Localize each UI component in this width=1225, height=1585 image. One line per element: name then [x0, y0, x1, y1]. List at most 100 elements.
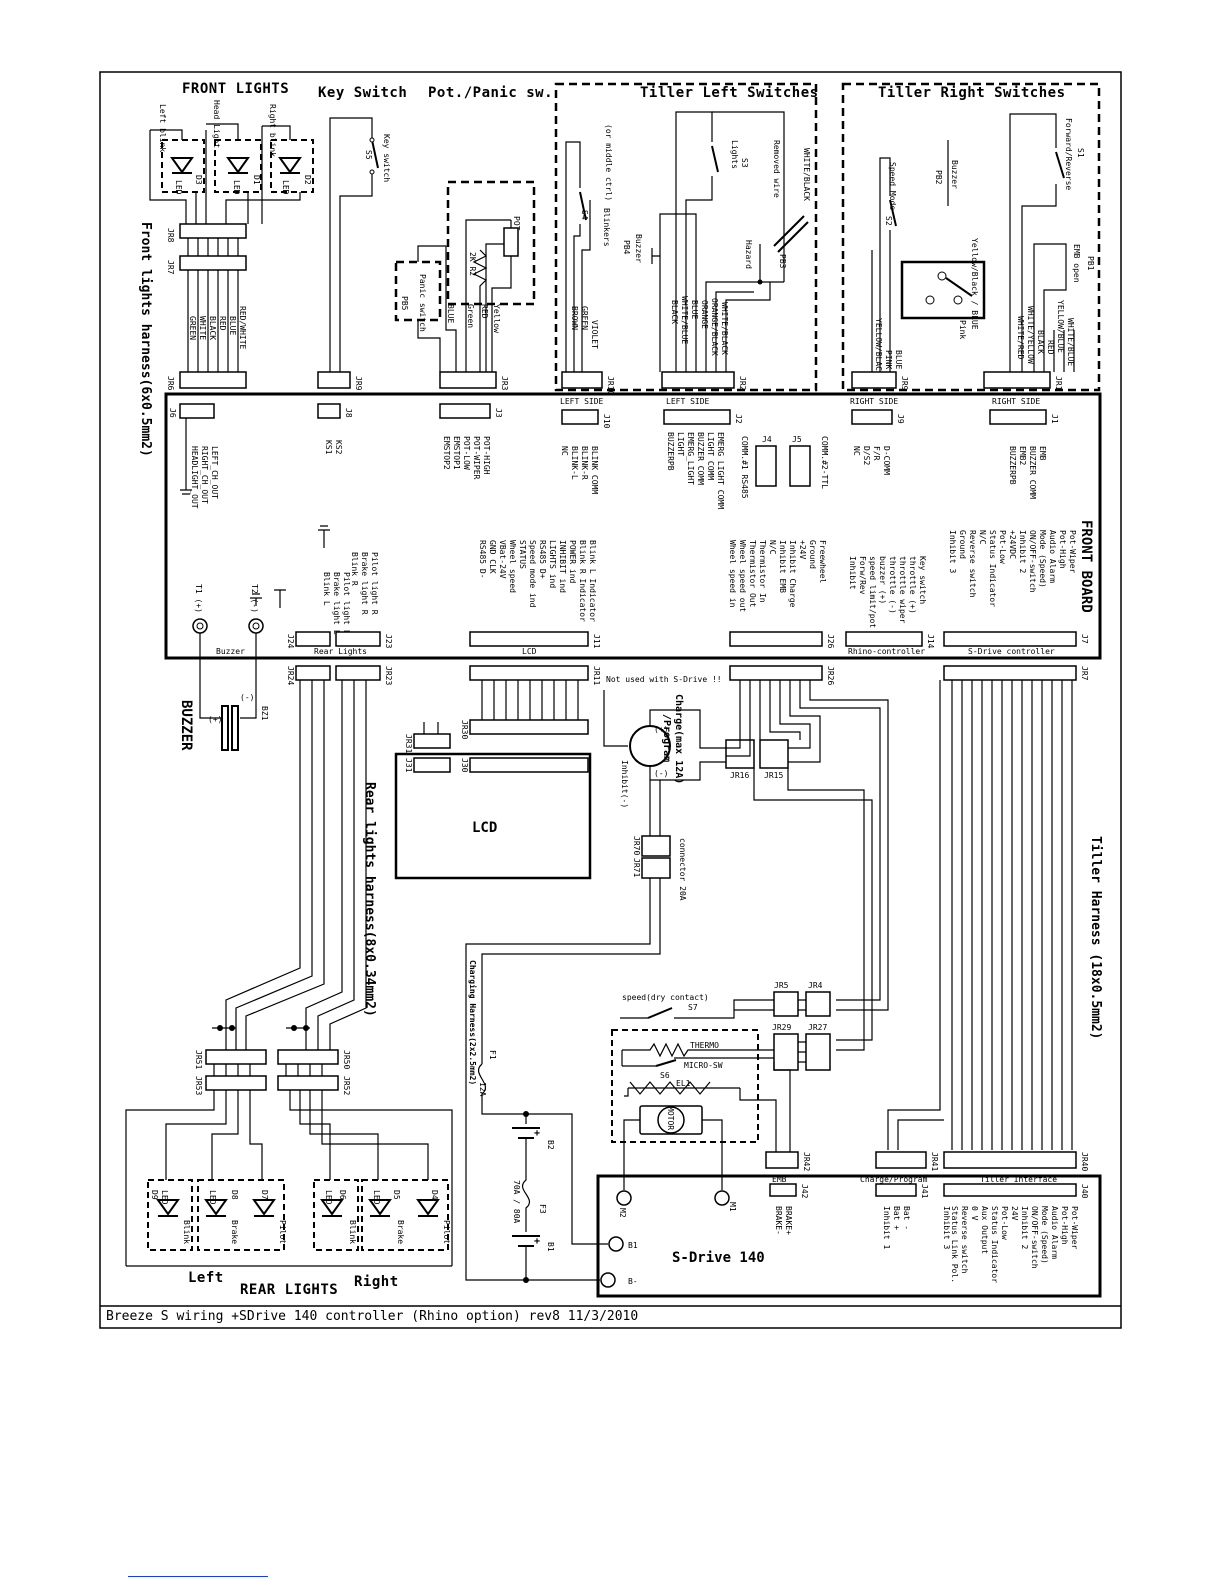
label-board-signals-j10-1: BLINK-R: [580, 446, 589, 480]
label-connectors-j10: J10: [602, 414, 611, 429]
label-connectors-j2: J2: [734, 414, 743, 424]
label-board-signals-j3-4: EMSTOP2: [442, 436, 451, 470]
label-connectors-jr9: JR9: [354, 376, 363, 391]
label-fuses-f3v: 70A / 80A: [512, 1180, 521, 1224]
rear-left-label: Left: [188, 1270, 224, 1286]
label-board-signals-j1-3: BUZZERPB: [1008, 446, 1017, 485]
label-board-signals-j24-0: Pilot light L: [342, 572, 351, 635]
label-motor-block-thermo: THERMO: [690, 1041, 719, 1050]
label-board-signals-j10-2: BLINK-L: [570, 446, 579, 480]
label-pot-panic: Panic switch: [418, 274, 427, 332]
label-sdrive-ports-j40-sig-3: Mode (Speed): [1040, 1206, 1049, 1264]
label-board-signals-j3-1: POT-WIPER: [472, 436, 481, 480]
label-board-signals-j26-8: Wheel speed out: [738, 540, 747, 612]
rear-led-right-brake: LED D5 Brake: [361, 1179, 449, 1251]
label-board-signals-j2-0: EMERG LIGHT COMM: [716, 432, 725, 509]
rear-lights-title: REAR LIGHTS: [240, 1282, 338, 1298]
rear-harness: JR24 JR23 Rear lights harness(8x0.34mm2)…: [194, 665, 393, 1095]
label-charge-label2: /Program: [661, 714, 672, 762]
label-board-signals-j7-3: Mode (Speed): [1038, 530, 1047, 588]
label-rear-leds-0-body: LED: [160, 1190, 169, 1205]
label-connectors-j3: J3: [494, 408, 503, 418]
battery-b2-plus: +: [534, 1128, 540, 1139]
label-connectors-jr7: JR7: [166, 260, 175, 275]
label-board-signals-j2-4: LIGHT: [676, 432, 685, 456]
label-board-signals-j7-5: Inhibit 2: [1018, 530, 1027, 574]
label-speed-contact-ref: S7: [688, 1003, 698, 1012]
label-sdrive-ports-j42-sig-0: BRAKE+: [784, 1206, 793, 1235]
label-motor-block-s6: S6: [660, 1071, 670, 1080]
sdrive-controller: S-Drive 140 M2 M1 B1 B- J42 EMB BRAKE+ B…: [596, 1174, 1102, 1298]
label-sdrive-ports-tiller-interface: Tiller Interface: [980, 1175, 1057, 1184]
label-connectors-j23: J23: [384, 634, 393, 649]
led-left-blink: Left blink LED D3: [158, 104, 205, 195]
connector-jr7: [179, 255, 247, 271]
label-sdrive-ports-j40-sig-1: Pot-High: [1060, 1206, 1069, 1245]
power-section: F1 12A + B2 F3 70A / 80A + B1: [478, 1050, 608, 1283]
label-connectors-j5: J5: [792, 435, 802, 444]
pot-panic: POT 2K R2 Panic switch PB5 BLUE Green RE…: [394, 180, 536, 391]
label-board-signals-j11-11: RS485 D-: [478, 540, 487, 579]
label-board-signals-j26-5: N/C: [768, 540, 777, 555]
label-connectors-j26: J26: [826, 634, 835, 649]
label-connectors-j40: J40: [1080, 1184, 1089, 1199]
label-connectors-left-side: LEFT SIDE: [666, 397, 710, 406]
label-board-signals-j6-1: RIGHT_CH_OUT: [200, 446, 209, 504]
harness-front-label: Front lights harness(6x0.5mm2): [138, 222, 153, 457]
label-connectors-right-side: RIGHT SIDE: [992, 397, 1040, 406]
label-tiller-left-s3: S3: [740, 158, 749, 168]
label-connectors-jr31: JR31: [404, 734, 413, 753]
label-tiller-right-s1: S1: [1076, 148, 1085, 158]
label-speed-contact-label: speed(dry contact): [622, 993, 709, 1002]
label-board-signals-j11-2: POWER ind: [568, 540, 577, 584]
front-board: FRONT BOARD J6 HEADLIGHT_OUT RIGHT_CH_OU…: [164, 392, 1102, 660]
label-charge-minus: (-): [654, 769, 668, 778]
label-connectors-right-side: RIGHT SIDE: [850, 397, 898, 406]
speed-dry-contact: speed(dry contact) S7: [620, 993, 774, 1019]
connector-jr1: [983, 371, 1051, 389]
label-board-signals-j6-0: HEADLIGHT_OUT: [190, 446, 199, 509]
label-tiller-right-speed-mode: Speed Mode: [888, 162, 897, 210]
label-tiller-left-buzzer: Buzzer: [634, 234, 643, 263]
buzzer: (+) (-) BZ1 BUZZER: [178, 633, 269, 751]
label-sdrive-ports-j40-sig-4: ON/OFF-switch: [1030, 1206, 1039, 1269]
label-connectors-j1: J1: [1050, 414, 1059, 424]
label-board-signals-j26-3: Inhibit Charge: [788, 540, 797, 608]
connector-jr9-key: [317, 371, 351, 389]
label-rear-leds-3-ref: D6: [338, 1190, 347, 1200]
label-rear-leds-3-name: Blink: [348, 1220, 357, 1244]
label-board-labels-plus: (+): [208, 715, 222, 724]
label-front-lights-wires-5: GREEN: [188, 316, 197, 340]
speed-mode-switch-block: [900, 260, 986, 320]
label-front-lights-leds-0-name: Left blink: [158, 104, 167, 152]
label-board-labels-rear-lights: Rear Lights: [314, 647, 367, 656]
label-tiller-right-wires-b-3: BLACK: [1036, 330, 1045, 354]
label-harness-rear: Rear lights harness(8x0.34mm2): [362, 782, 377, 1017]
label-tiller-right-wires-b-0: WHITE/BLUE: [1066, 318, 1075, 366]
label-sdrive-ports-j40-sig-2: Audio Alarm: [1050, 1206, 1059, 1259]
label-sdrive-ports-j40-sig-7: Pot-Low: [1000, 1206, 1009, 1240]
label-tiller-left-note: (or middle ctrl): [604, 124, 613, 201]
label-board-signals-j14-2: throttle wiper: [898, 556, 907, 624]
label-sdrive-ports-j40-sig-12: Status Link Pol.: [950, 1206, 959, 1283]
label-tiller-left-blinkers: Blinkers: [602, 208, 611, 247]
label-connectors-jr6: JR6: [166, 376, 175, 391]
label-fuses-f3: F3: [538, 1204, 547, 1214]
label-connectors-jr8: JR8: [166, 228, 175, 243]
label-connectors-jr7: JR7: [1080, 666, 1089, 681]
label-sdrive-ports-j40-sig-8: Status Indicator: [990, 1206, 999, 1283]
label-connectors-j30: J30: [460, 758, 469, 773]
j26-signals: Freewheel Ground +24V Inhibit Charge Inh…: [728, 540, 827, 612]
label-fuses-f1v: 12A: [478, 1082, 487, 1097]
label-board-signals-j7-7: Pot-Low: [998, 530, 1007, 564]
drawing-footer: Breeze S wiring +SDrive 140 controller (…: [106, 1309, 638, 1324]
label-connectors-j24: J24: [286, 634, 295, 649]
label-board-labels-minus: (-): [240, 693, 254, 702]
label-connectors-j8: J8: [344, 408, 353, 418]
label-tiller-right-fr: Forward/Reverse: [1064, 118, 1073, 190]
label-board-signals-j14-3: throttle (-): [888, 556, 897, 614]
label-pot-wires-3: Yellow: [492, 304, 501, 333]
label-pot-pb5: PB5: [400, 296, 409, 311]
page-link-underline[interactable]: [128, 1576, 268, 1577]
label-board-signals-j9-3: NC: [852, 446, 861, 456]
